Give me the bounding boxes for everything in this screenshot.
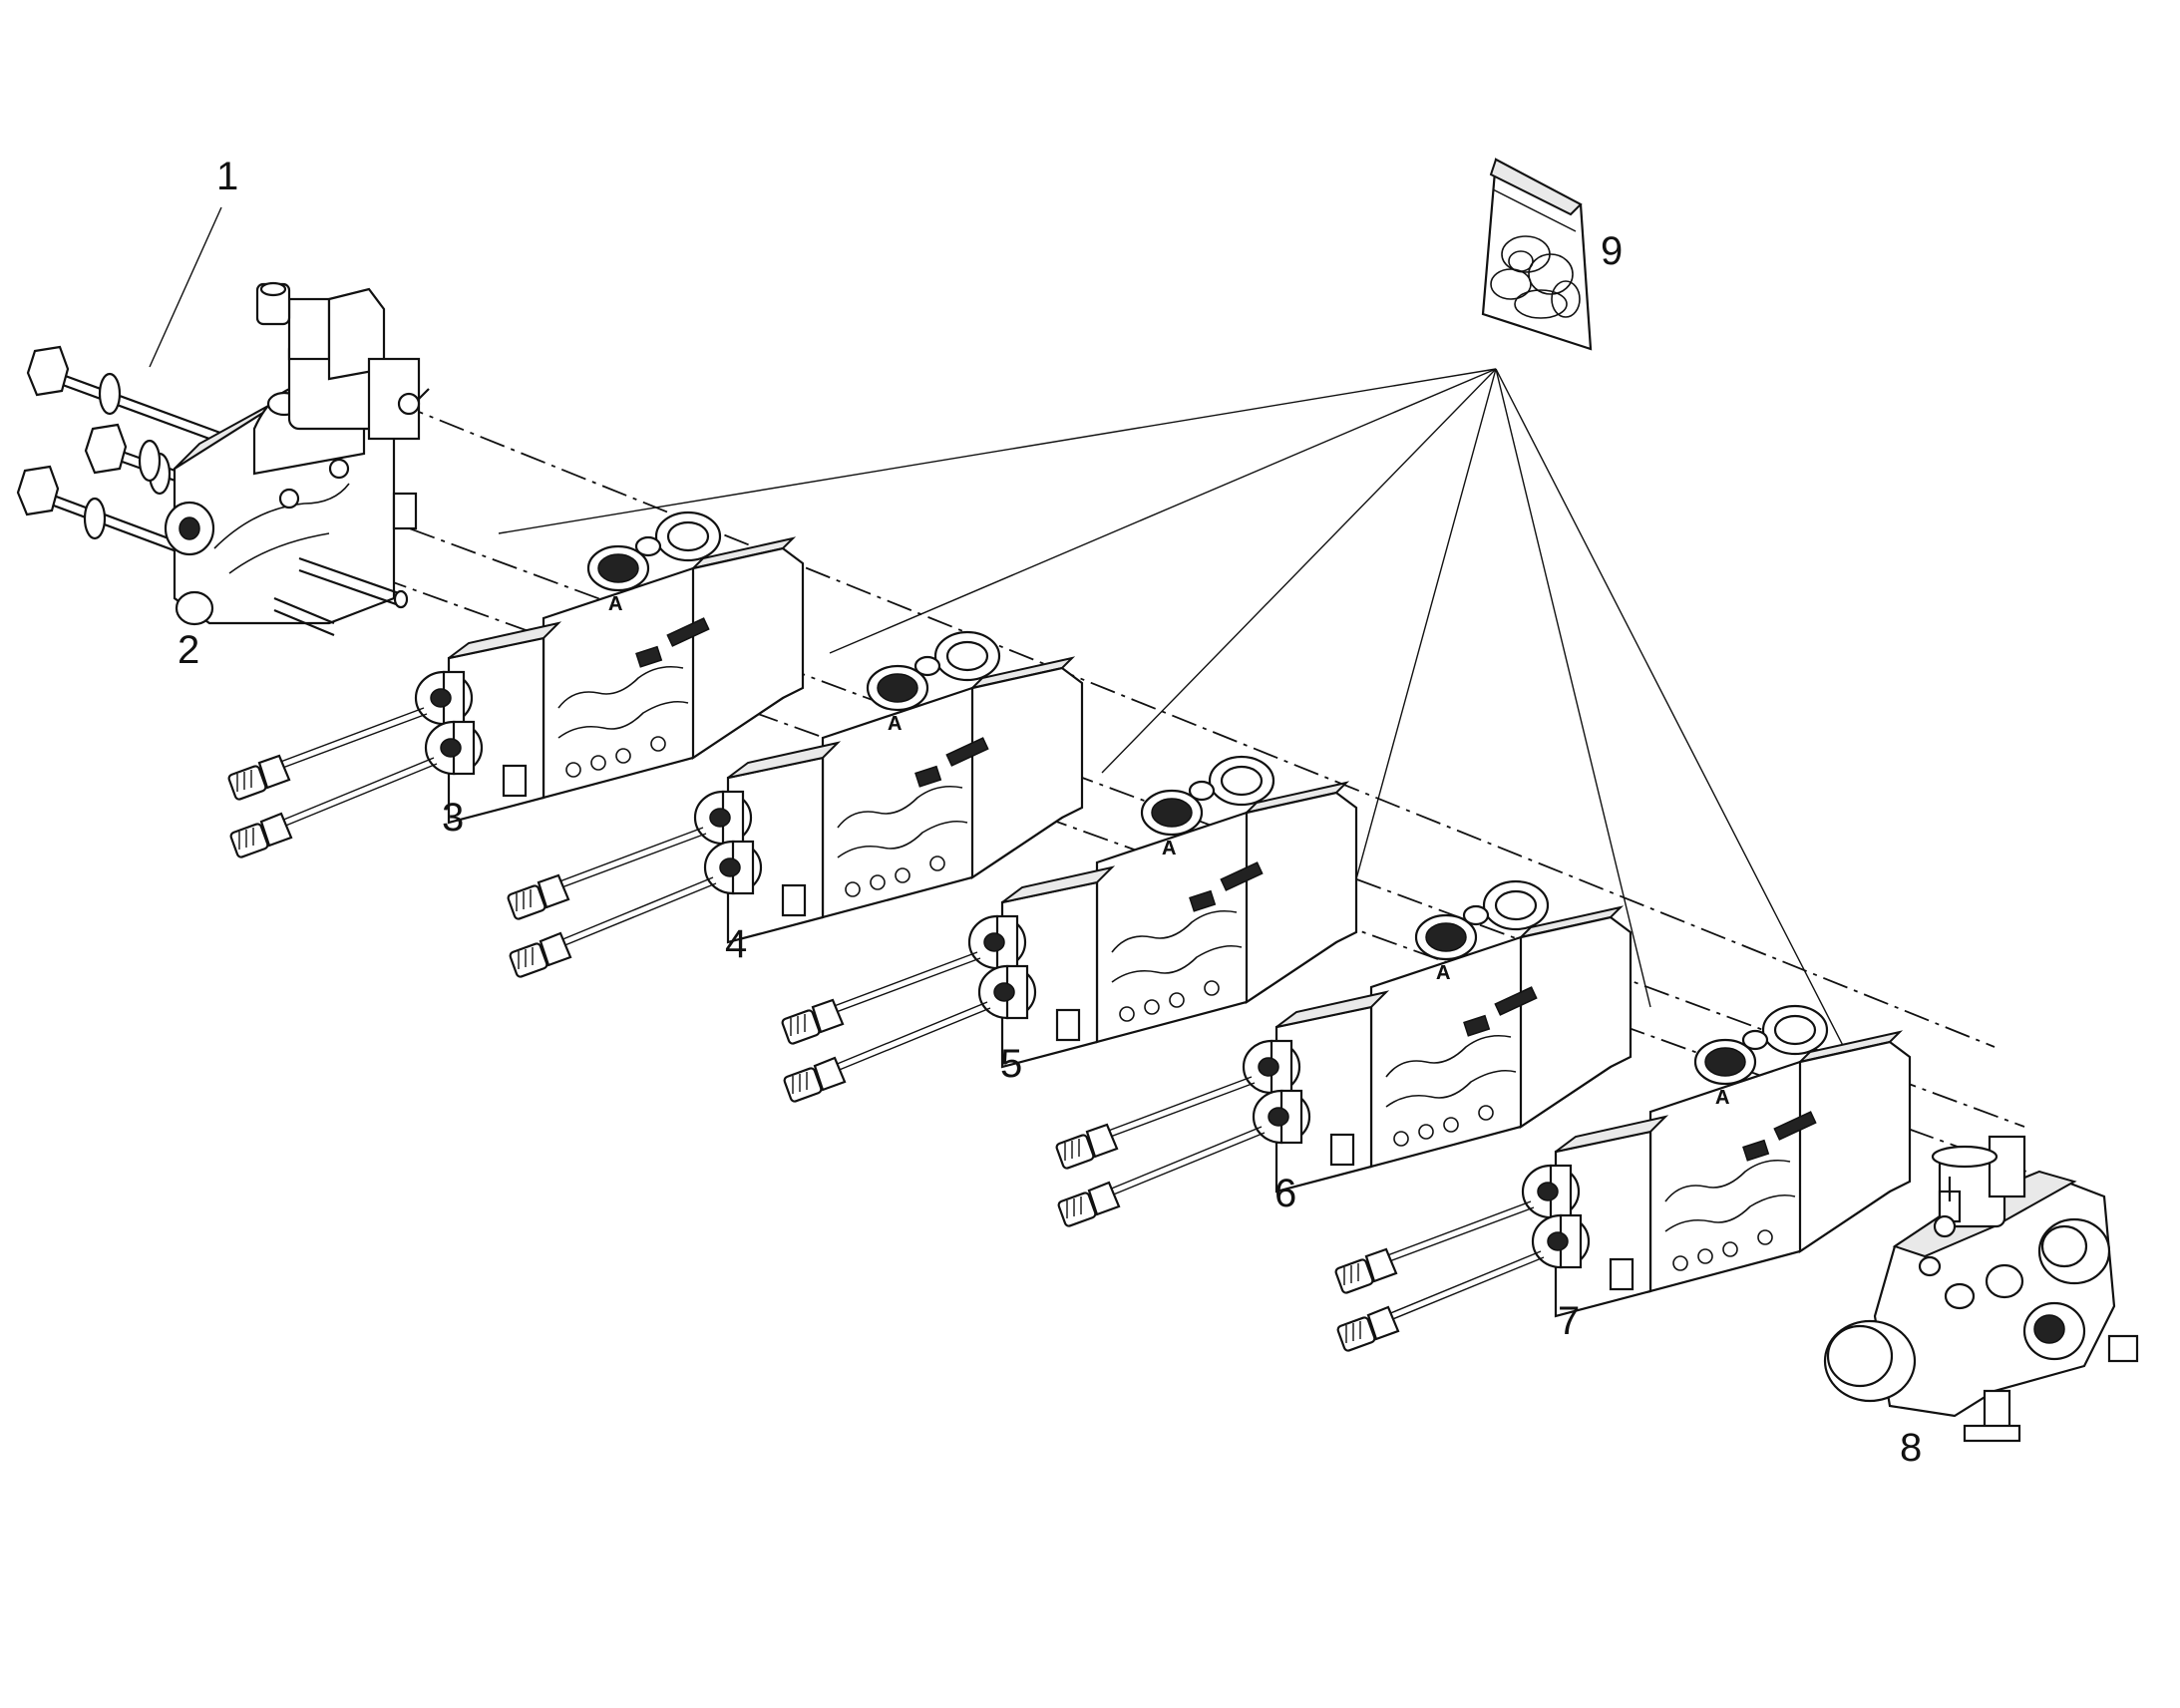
tie-rods: [16, 345, 380, 610]
outlet-end-part: [1823, 1135, 2139, 1443]
callout-3: 3: [442, 796, 464, 840]
port-a-label-4: A: [888, 713, 902, 735]
inlet-cover-part: [16, 281, 430, 637]
port-a-label-3: A: [608, 593, 622, 615]
leader-1: [149, 206, 222, 368]
port-a-label-6: A: [1436, 962, 1450, 984]
callout-6: 6: [1274, 1172, 1296, 1215]
callout-1: 1: [216, 155, 238, 198]
callout-2: 2: [178, 628, 199, 672]
callouts: 1 2 3 4 5 6 7 8 9: [178, 155, 1922, 1470]
callout-8: 8: [1900, 1426, 1922, 1470]
port-a-label-5: A: [1162, 838, 1176, 859]
callout-4: 4: [725, 922, 747, 966]
seal-kit-bag: [1481, 158, 1593, 351]
callout-7: 7: [1558, 1299, 1580, 1343]
port-a-label-7: A: [1715, 1087, 1729, 1109]
callout-5: 5: [1000, 1042, 1022, 1086]
callout-9: 9: [1601, 229, 1623, 273]
seal-kit-leaders: [498, 368, 1896, 1148]
